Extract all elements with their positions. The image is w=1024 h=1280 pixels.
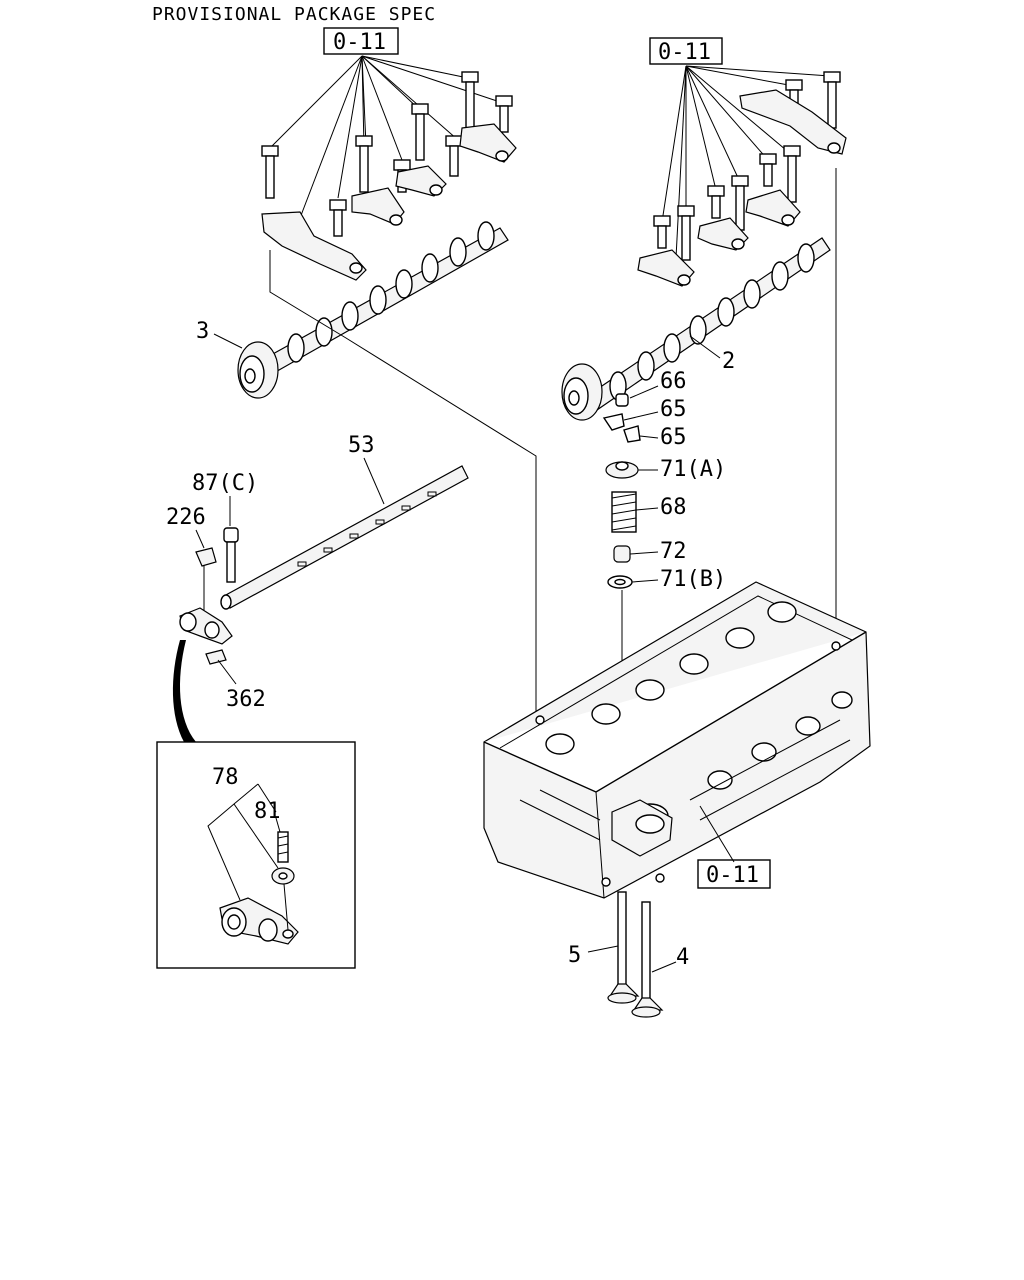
- ref-box-head[interactable]: 0-11: [697, 859, 771, 889]
- ref-label-head: 0-11: [706, 863, 759, 888]
- detail-box: [156, 741, 356, 969]
- bolt-icon: [731, 175, 749, 231]
- bolt-icon: [677, 205, 695, 261]
- callout-362[interactable]: 362: [226, 687, 266, 712]
- callout-72[interactable]: 72: [660, 539, 687, 564]
- intake-valve[interactable]: [631, 901, 664, 1018]
- callout-65a[interactable]: 65: [660, 397, 687, 422]
- ref-label-top-right: 0-11: [658, 40, 711, 65]
- ref-box-top-right[interactable]: 0-11: [649, 37, 723, 65]
- callout-2[interactable]: 2: [722, 349, 735, 374]
- cam-gear-icon: [561, 363, 603, 421]
- camshaft-intake[interactable]: [561, 237, 831, 421]
- callout-66[interactable]: 66: [660, 369, 687, 394]
- clip-icon: [195, 547, 217, 567]
- leaders-top-left: [271, 55, 501, 219]
- cam-caps-top-left: [261, 123, 517, 281]
- spring-seat-upper-icon: [605, 461, 639, 479]
- bolt-icon: [759, 153, 777, 187]
- valve-spring-icon: [611, 491, 637, 533]
- callout-3[interactable]: 3: [196, 319, 209, 344]
- ref-label-top-left: 0-11: [333, 30, 386, 55]
- bolt-icon: [411, 103, 429, 161]
- callout-65b[interactable]: 65: [660, 425, 687, 450]
- callout-87c[interactable]: 87(C): [192, 471, 258, 496]
- bolt-icon: [329, 199, 347, 237]
- bolt-icon: [261, 145, 279, 199]
- leaders-top-right: [661, 65, 831, 259]
- plate-icon: [205, 649, 227, 665]
- callout-53[interactable]: 53: [348, 433, 375, 458]
- bolt-icon: [783, 145, 801, 203]
- callout-71b[interactable]: 71(B): [660, 567, 726, 592]
- bolt-icon: [653, 215, 671, 249]
- bolt-icon: [445, 135, 463, 177]
- callout-4[interactable]: 4: [676, 945, 689, 970]
- valve-cotter-icon: [623, 425, 641, 443]
- callout-71a[interactable]: 71(A): [660, 457, 726, 482]
- bolt-icon: [707, 185, 725, 219]
- callout-81[interactable]: 81: [254, 799, 281, 824]
- rocker-arm-icon: [179, 607, 233, 645]
- bolt-icon: [355, 135, 373, 193]
- bolt-icon: [461, 71, 479, 129]
- rocker-shaft[interactable]: [220, 465, 469, 610]
- exhaust-valve[interactable]: [607, 891, 640, 1004]
- valve-cotter-icon: [602, 413, 625, 431]
- valve-stem-seal-icon: [613, 545, 631, 563]
- camshaft-exhaust[interactable]: [237, 221, 509, 399]
- header-title: PROVISIONAL PACKAGE SPEC: [152, 4, 436, 25]
- callout-78[interactable]: 78: [212, 765, 239, 790]
- bolt-icon: [823, 71, 841, 129]
- detail-arrow: [172, 640, 196, 742]
- bolt-icon: [223, 527, 239, 583]
- cylinder-head[interactable]: [483, 581, 871, 899]
- bolt-icon: [495, 95, 513, 133]
- leaders-head: [269, 168, 837, 724]
- cam-caps-top-right: [637, 89, 847, 287]
- callout-68[interactable]: 68: [660, 495, 687, 520]
- lock-nut-icon: [271, 867, 295, 885]
- tappet-icon: [615, 393, 629, 407]
- callout-226[interactable]: 226: [166, 505, 206, 530]
- ref-box-top-left[interactable]: 0-11: [323, 27, 399, 55]
- spring-seat-lower-icon: [607, 575, 633, 589]
- rocker-arm-detail-icon: [219, 897, 299, 945]
- callout-5[interactable]: 5: [568, 943, 581, 968]
- cam-gear-icon: [237, 341, 279, 399]
- adjusting-screw-icon: [277, 831, 289, 863]
